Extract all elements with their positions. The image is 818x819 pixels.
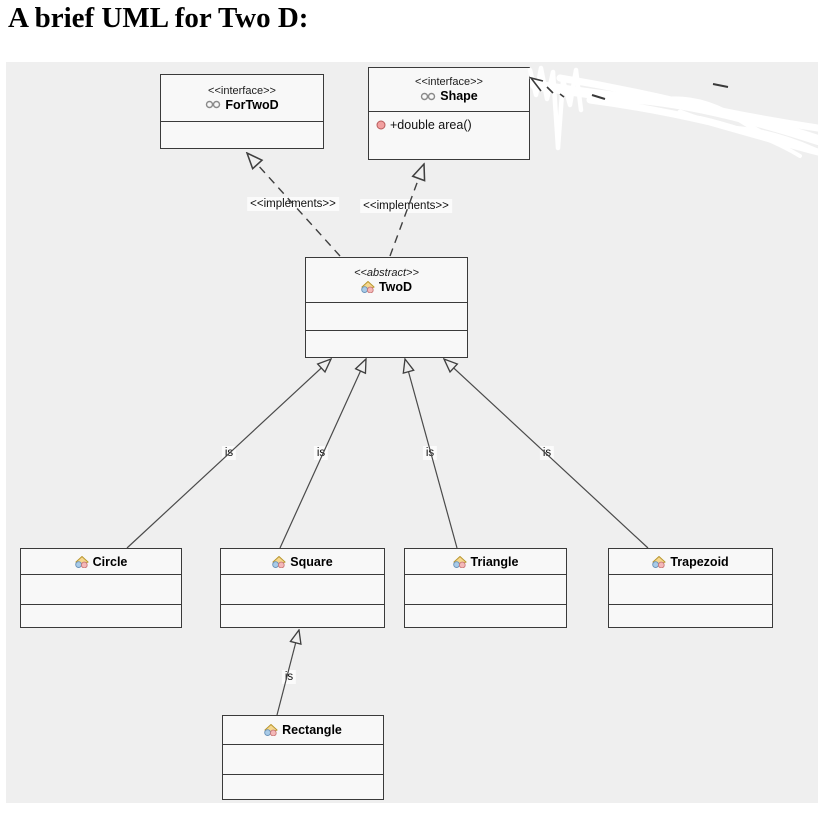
- methods-compartment: +double area(): [369, 111, 529, 159]
- edge-label-is-triangle: is: [422, 446, 438, 460]
- empty-compartment: [405, 604, 566, 627]
- class-box-triangle: Triangle: [404, 548, 567, 628]
- class-name: ForTwoD: [225, 97, 279, 112]
- class-header: <<abstract>> TwoD: [306, 258, 467, 302]
- edge-label-is-trapezoid: is: [539, 446, 555, 460]
- class-header: Circle: [21, 549, 181, 574]
- class-header: Square: [221, 549, 384, 574]
- class-box-fortwod: <<interface>> ForTwoD: [160, 74, 324, 149]
- edge-label-implements-shape: <<implements>>: [360, 199, 452, 213]
- class-box-rectangle: Rectangle: [222, 715, 384, 800]
- method-label: +double area(): [390, 118, 472, 132]
- edge-label-is-circle: is: [221, 446, 237, 460]
- empty-compartment: [223, 774, 383, 799]
- class-header: Trapezoid: [609, 549, 772, 574]
- class-box-trapezoid: Trapezoid: [608, 548, 773, 628]
- class-name: Triangle: [470, 554, 519, 569]
- class-header: <<interface>> ForTwoD: [161, 75, 323, 121]
- interface-lollipop-icon: [420, 92, 436, 101]
- empty-compartment: [223, 744, 383, 774]
- empty-compartment: [21, 574, 181, 604]
- empty-compartment: [609, 604, 772, 627]
- empty-compartment: [161, 121, 323, 148]
- class-header: Rectangle: [223, 716, 383, 744]
- stereotype-label: <<interface>>: [208, 84, 276, 97]
- public-method-icon: [376, 120, 386, 130]
- edge-label-is-square: is: [313, 446, 329, 460]
- class-icon: [264, 724, 278, 736]
- class-header: Triangle: [405, 549, 566, 574]
- class-name: TwoD: [378, 279, 413, 294]
- class-box-circle: Circle: [20, 548, 182, 628]
- class-icon: [652, 555, 667, 568]
- edge-label-implements-fortwod: <<implements>>: [247, 197, 339, 211]
- stereotype-label: <<interface>>: [415, 76, 483, 88]
- page-title: A brief UML for Two D:: [8, 2, 309, 34]
- empty-compartment: [609, 574, 772, 604]
- stereotype-label: <<abstract>>: [354, 266, 419, 279]
- class-icon: [361, 280, 375, 293]
- empty-compartment: [21, 604, 181, 627]
- class-box-square: Square: [220, 548, 385, 628]
- empty-compartment: [221, 574, 384, 604]
- method-row: +double area(): [369, 112, 529, 132]
- uml-diagram-canvas: [6, 62, 818, 803]
- class-name: Circle: [92, 554, 128, 569]
- class-icon: [272, 555, 287, 568]
- class-name: Trapezoid: [670, 554, 729, 569]
- class-name: Square: [290, 554, 333, 569]
- class-icon: [74, 555, 89, 568]
- class-box-shape: <<interface>> Shape +double area(): [368, 67, 530, 160]
- class-name: Shape: [440, 89, 478, 103]
- class-box-twod: <<abstract>> TwoD: [305, 257, 468, 358]
- empty-compartment: [306, 302, 467, 330]
- class-name: Rectangle: [282, 723, 342, 737]
- class-header: <<interface>> Shape: [369, 68, 529, 111]
- edge-label-is-rectangle: is: [281, 670, 297, 684]
- empty-compartment: [221, 604, 384, 627]
- class-icon: [452, 555, 467, 568]
- empty-compartment: [405, 574, 566, 604]
- interface-lollipop-icon: [205, 100, 221, 109]
- empty-compartment: [306, 330, 467, 357]
